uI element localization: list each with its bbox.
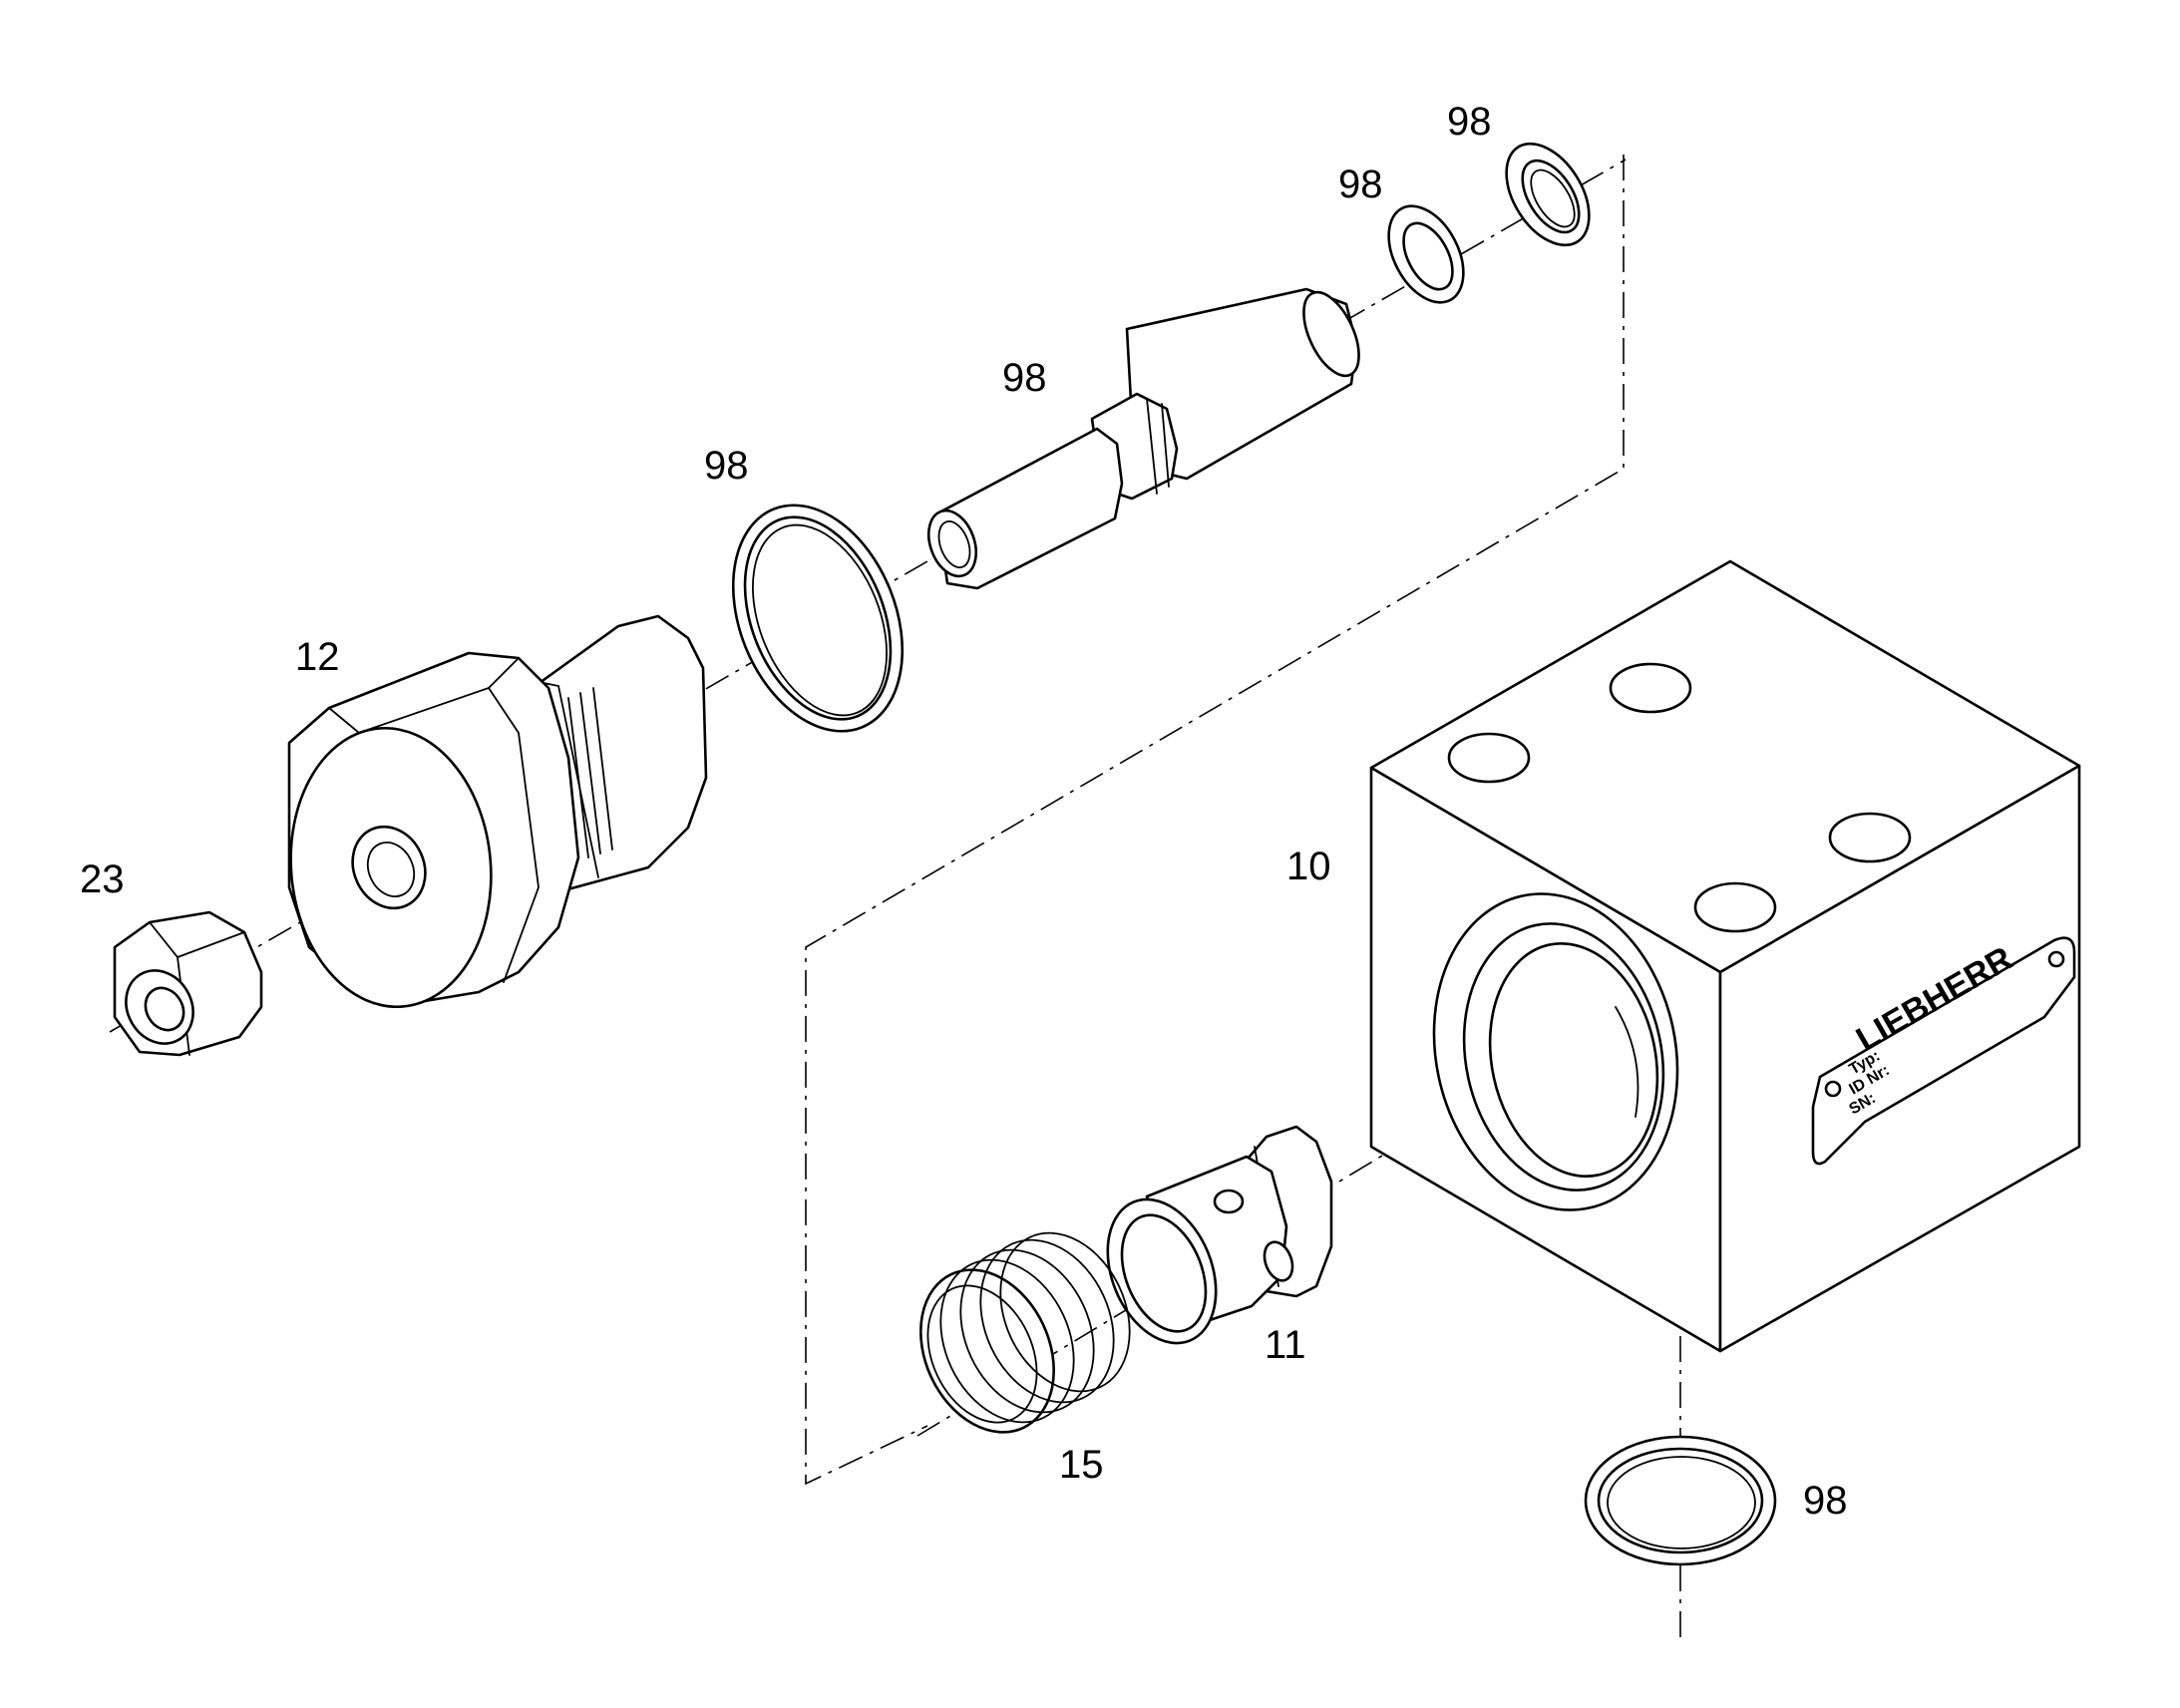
hex-nut-part (113, 910, 263, 1057)
dashed-frame-line (805, 155, 1625, 1486)
callout-98-ring: 98 (704, 444, 749, 488)
valve-cartridge-part (1106, 1125, 1333, 1345)
valve-block-part: LIEBHERR Typ: ID Nr: SN: (1369, 559, 2081, 1353)
callout-10: 10 (1286, 845, 1331, 888)
callout-labels: 23 12 98 98 98 98 10 11 15 98 (80, 100, 1848, 1523)
sleeve-spool-part (926, 287, 1360, 590)
hex-fitting-part (287, 614, 708, 1009)
callout-98-seal: 98 (1447, 100, 1492, 144)
callout-98-washer: 98 (1338, 163, 1383, 206)
coil-spring-part (919, 1231, 1131, 1434)
callout-12: 12 (295, 635, 340, 679)
bottom-o-ring-part (1584, 1435, 1777, 1566)
small-seal-ring-part (1505, 142, 1591, 247)
callout-11: 11 (1265, 1323, 1306, 1367)
callout-98-bottom: 98 (1803, 1479, 1848, 1523)
callout-23: 23 (80, 857, 125, 901)
callout-15: 15 (1059, 1443, 1104, 1487)
small-washer-part (1387, 204, 1465, 304)
callout-98-sleeve: 98 (1002, 356, 1047, 400)
large-o-ring-part (731, 504, 905, 733)
